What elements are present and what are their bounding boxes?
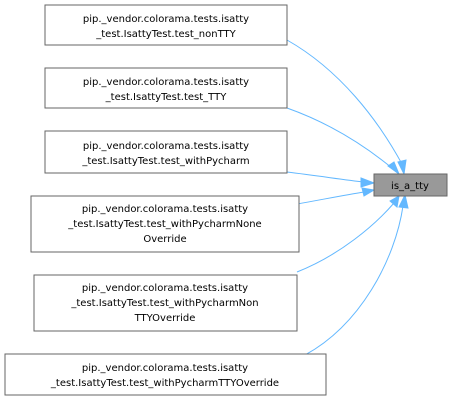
node-label-line: pip._vendor.colorama.tests.isatty [83, 77, 249, 88]
target-node-is-a-tty[interactable]: is_a_tty [373, 173, 448, 197]
caller-node-test-withPycharmNoneOverride[interactable]: pip._vendor.colorama.tests.isatty _test.… [30, 195, 300, 253]
target-label: is_a_tty [391, 181, 429, 192]
edges [285, 39, 409, 356]
caller-node-test-withPycharmTTYOverride[interactable]: pip._vendor.colorama.tests.isatty _test.… [4, 353, 327, 396]
node-label-line: _test.IsattyTest.test_nonTTY [95, 29, 236, 40]
edge-test-TTY [286, 107, 393, 169]
arrowhead-test-withPycharmTTYOverride [398, 193, 409, 209]
node-label-line: Override [143, 234, 186, 245]
arrowhead-test-withPycharm [360, 177, 376, 188]
node-label-line: pip._vendor.colorama.tests.isatty [83, 14, 249, 25]
edge-test-withPycharmNonTTYOverride [296, 202, 395, 273]
node-label-line: pip._vendor.colorama.tests.isatty [82, 204, 248, 215]
edge-test-nonTTY [286, 39, 403, 165]
arrowhead-test-TTY [387, 161, 401, 176]
caller-node-test-TTY[interactable]: pip._vendor.colorama.tests.isatty _test.… [44, 67, 288, 109]
node-label-line: pip._vendor.colorama.tests.isatty [82, 283, 248, 294]
arrowhead-test-withPycharmNonTTYOverride [389, 195, 400, 208]
arrowhead-test-withPycharmNoneOverride [361, 187, 376, 197]
edge-test-withPycharm [286, 171, 365, 183]
node-label-line: pip._vendor.colorama.tests.isatty [82, 363, 248, 374]
node-label-line: _test.IsattyTest.test_withPycharmNone [67, 219, 261, 230]
node-label-line: pip._vendor.colorama.tests.isatty [83, 141, 249, 152]
caller-node-test-nonTTY[interactable]: pip._vendor.colorama.tests.isatty _test.… [44, 4, 288, 46]
caller-node-test-withPycharmNonTTYOverride[interactable]: pip._vendor.colorama.tests.isatty _test.… [33, 274, 298, 332]
node-label-line: _test.IsattyTest.test_TTY [105, 92, 228, 103]
node-label-line: _test.IsattyTest.test_withPycharmNon [70, 298, 258, 309]
edge-test-withPycharmTTYOverride [304, 205, 404, 356]
caller-node-test-withPycharm[interactable]: pip._vendor.colorama.tests.isatty _test.… [44, 130, 288, 174]
arrowhead-test-nonTTY [397, 159, 407, 176]
node-label-line: _test.IsattyTest.test_withPycharm [81, 156, 249, 167]
node-label-line: TTYOverride [134, 313, 196, 324]
node-label-line: _test.IsattyTest.test_withPycharmTTYOver… [50, 378, 279, 389]
